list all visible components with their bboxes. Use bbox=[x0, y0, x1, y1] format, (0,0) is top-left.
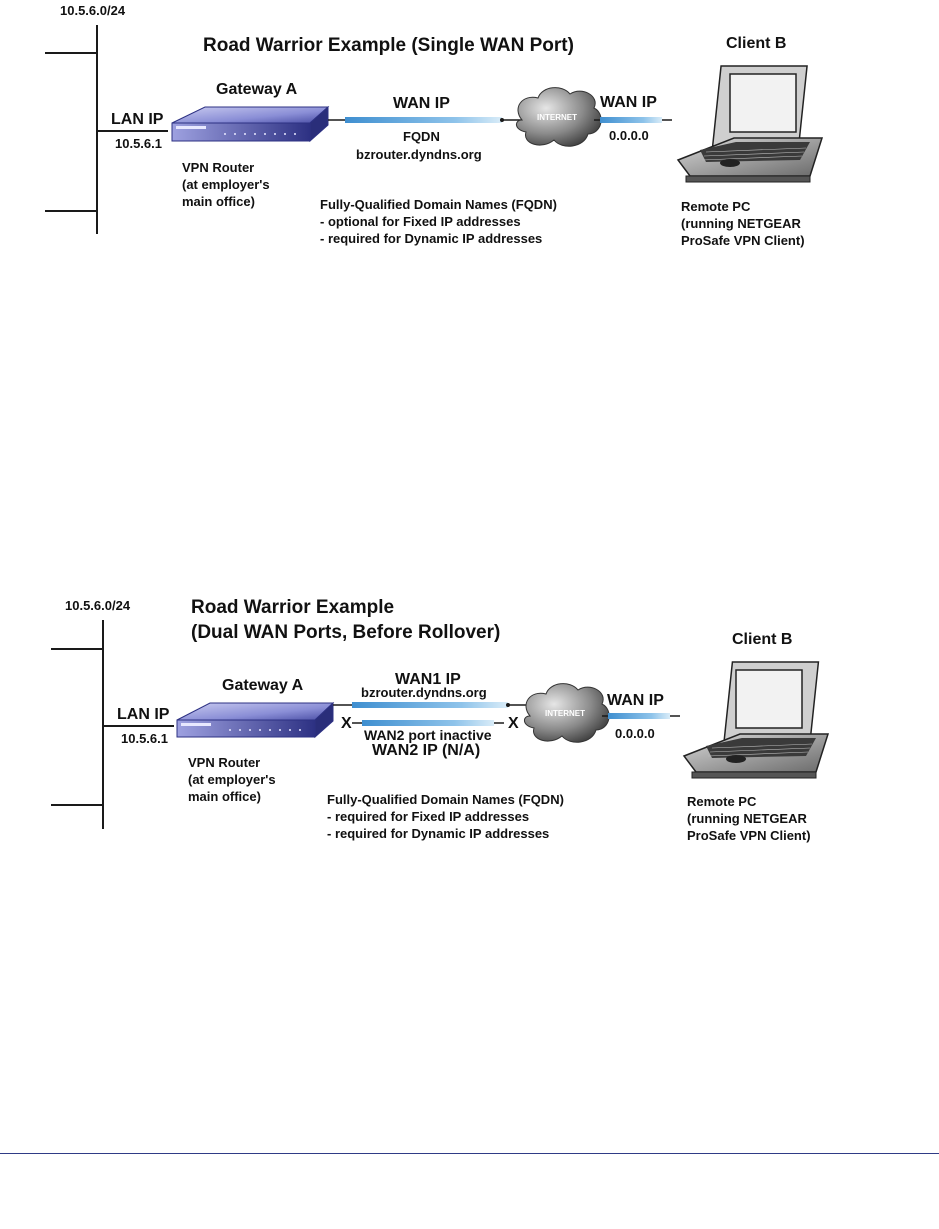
fig2-title-line1: Road Warrior Example bbox=[191, 597, 395, 618]
figure1-lan-bus bbox=[45, 25, 168, 234]
fig2-subnet-label: 10.5.6.0/24 bbox=[65, 598, 131, 613]
figure2-wan1-link bbox=[333, 702, 534, 708]
figure2-internet-cloud bbox=[524, 683, 610, 743]
figure2-wan2-link-inactive bbox=[352, 720, 504, 726]
figure2-lan-bus bbox=[51, 620, 174, 829]
fig1-fqdn-value: bzrouter.dyndns.org bbox=[356, 147, 482, 162]
fig1-fqdn-label: FQDN bbox=[403, 129, 440, 144]
figure2-laptop-icon bbox=[682, 661, 830, 779]
fig2-wan1-value: bzrouter.dyndns.org bbox=[361, 685, 487, 700]
fig2-gateway-label: Gateway A bbox=[222, 677, 304, 694]
fig2-wan2-status: WAN2 port inactive bbox=[364, 727, 492, 743]
fig2-wan2-label: WAN2 IP (N/A) bbox=[372, 742, 481, 759]
figure1-internet-cloud bbox=[516, 87, 602, 147]
fig2-wan2-x-left: X bbox=[341, 715, 352, 732]
fig2-title-line2: (Dual WAN Ports, Before Rollover) bbox=[191, 622, 501, 643]
fig1-client-wan-ip-value: 0.0.0.0 bbox=[609, 128, 649, 143]
fig2-client-wan-ip-label: WAN IP bbox=[607, 692, 664, 709]
fig2-wan2-x-right: X bbox=[508, 715, 519, 732]
figure2-client-link bbox=[602, 713, 680, 719]
fig2-lan-ip-label: LAN IP bbox=[117, 706, 170, 723]
fig1-lan-ip-label: LAN IP bbox=[111, 111, 164, 128]
fig2-client-description: Remote PC (running NETGEAR ProSafe VPN C… bbox=[687, 794, 811, 843]
fig2-client-label: Client B bbox=[732, 631, 793, 648]
fig1-client-label: Client B bbox=[726, 35, 787, 52]
fig1-internet-label: INTERNET bbox=[537, 113, 577, 122]
fig2-client-wan-ip-value: 0.0.0.0 bbox=[615, 726, 655, 741]
fig2-internet-label: INTERNET bbox=[545, 709, 585, 718]
figure1-laptop-icon bbox=[676, 65, 824, 183]
fig1-fqdn-note: Fully-Qualified Domain Names (FQDN) - op… bbox=[320, 197, 557, 246]
fig2-router-description: VPN Router (at employer's main office) bbox=[188, 755, 276, 804]
fig2-wan1-label: WAN1 IP bbox=[395, 671, 461, 688]
fig1-gateway-label: Gateway A bbox=[216, 81, 298, 98]
fig2-fqdn-note: Fully-Qualified Domain Names (FQDN) - re… bbox=[327, 792, 564, 841]
figure1-client-link bbox=[594, 117, 672, 123]
fig1-client-description: Remote PC (running NETGEAR ProSafe VPN C… bbox=[681, 199, 805, 248]
fig1-title: Road Warrior Example (Single WAN Port) bbox=[203, 35, 574, 56]
figure1-router-icon bbox=[171, 105, 330, 143]
footer-divider bbox=[0, 1153, 939, 1154]
figure2-router-icon bbox=[176, 701, 335, 739]
fig1-wan-ip-label: WAN IP bbox=[393, 95, 450, 112]
figure1-wan-link bbox=[328, 117, 530, 123]
fig1-subnet-label: 10.5.6.0/24 bbox=[60, 3, 126, 18]
fig2-lan-ip-value: 10.5.6.1 bbox=[121, 731, 168, 746]
fig1-router-description: VPN Router (at employer's main office) bbox=[182, 160, 270, 209]
fig1-lan-ip-value: 10.5.6.1 bbox=[115, 136, 162, 151]
fig1-client-wan-ip-label: WAN IP bbox=[600, 94, 657, 111]
